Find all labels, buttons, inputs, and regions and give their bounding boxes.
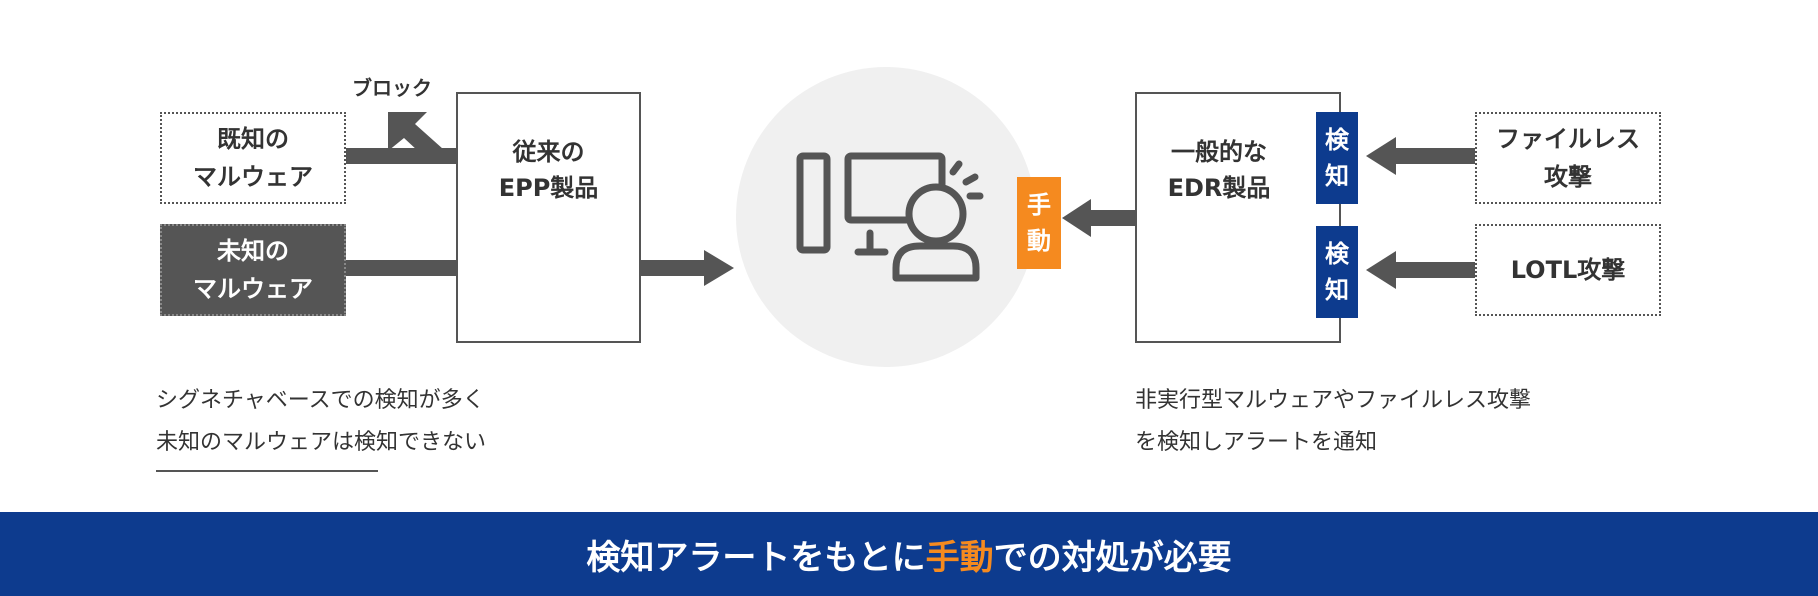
left-description-line-1: シグネチャベースでの検知が多く [156,388,485,413]
lotl-attack-label: LOTL攻撃 [1510,256,1626,284]
fileless-attack-line-1: ファイルレス [1496,125,1640,153]
manual-label-char-1: 手 [1027,191,1051,219]
known-malware-block-arrow [346,112,456,164]
fileless-arrow [1366,137,1475,175]
unknown-malware-line-1: 未知の [217,237,289,265]
edr-to-manual-arrow [1062,199,1135,237]
detect-label-2-char-2: 知 [1325,276,1349,304]
fileless-attack-box: ファイルレス 攻撃 [1475,112,1661,204]
detect-label-2-char-1: 検 [1325,240,1349,268]
right-description-line-2: を検知しアラートを通知 [1135,430,1378,455]
computer-user-icon [796,152,984,282]
detect-label-lotl: 検 知 [1316,226,1358,318]
edr-product-box: 一般的な EDR製品 [1135,92,1341,343]
banner-text-pre: 検知アラートをもとに [586,537,926,578]
epp-to-center-arrow [641,250,734,286]
epp-title-line-2: EPP製品 [498,174,599,202]
known-malware-box: 既知の マルウェア [160,112,346,204]
detect-label-1-char-1: 検 [1325,126,1349,154]
fileless-attack-line-2: 攻撃 [1544,163,1592,191]
left-description-line-2: 未知のマルウェアは検知できない [156,430,487,455]
manual-label: 手 動 [1017,177,1061,269]
epp-title-line-1: 従来の [512,138,585,166]
banner-text-post: での対処が必要 [993,537,1232,578]
unknown-malware-line-2: マルウェア [193,275,313,303]
detect-label-fileless: 検 知 [1316,112,1358,204]
epp-product-box: 従来の EPP製品 [456,92,641,343]
banner-text-highlight: 手動 [925,537,994,578]
unknown-malware-line [346,260,456,276]
detect-label-1-char-2: 知 [1325,162,1349,190]
manual-label-char-2: 動 [1027,227,1051,255]
block-label: ブロック [352,76,432,100]
edr-title-line-1: 一般的な [1171,138,1267,166]
unknown-malware-box: 未知の マルウェア [160,224,346,316]
bottom-banner: 検知アラートをもとに手動での対処が必要 [0,512,1818,596]
lotl-arrow [1366,251,1475,289]
right-description-line-1: 非実行型マルウェアやファイルレス攻撃 [1135,388,1532,413]
edr-title-line-2: EDR製品 [1167,174,1271,202]
lotl-attack-box: LOTL攻撃 [1475,224,1661,316]
known-malware-line-1: 既知の [217,125,289,153]
known-malware-line-2: マルウェア [193,163,313,191]
